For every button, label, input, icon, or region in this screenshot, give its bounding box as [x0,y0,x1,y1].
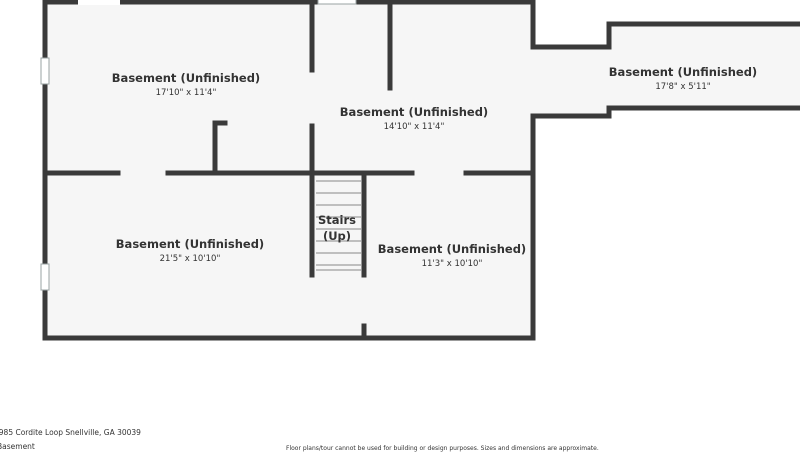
room-1-name: Basement (Unfinished) [112,71,260,85]
room-2-name: Basement (Unfinished) [340,105,488,119]
room-3-name: Basement (Unfinished) [609,65,757,79]
floor-area [45,2,800,338]
room-3-dims: 17'8" x 5'11" [655,82,710,92]
left-windows [40,57,50,291]
room-4-name: Basement (Unfinished) [116,237,264,251]
property-address: 2985 Cordite Loop Snellville, GA 30039 [0,428,141,437]
top-opening [78,0,120,5]
floor-label: Basement [0,442,35,451]
stairs-label-line1: Stairs [318,213,356,227]
interior-walls [42,0,536,341]
room-5-dims: 11'3" x 10'10" [422,259,483,269]
room-1-dims: 17'10" x 11'4" [156,88,217,98]
room-4-dims: 21'5" x 10'10" [160,254,221,264]
top-window [317,0,357,5]
disclaimer: Floor plans/tour cannot be used for buil… [286,445,599,452]
room-5-name: Basement (Unfinished) [378,242,526,256]
stairs [316,180,361,271]
stairs-label-line2: (Up) [323,229,351,243]
room-2-dims: 14'10" x 11'4" [384,122,445,132]
